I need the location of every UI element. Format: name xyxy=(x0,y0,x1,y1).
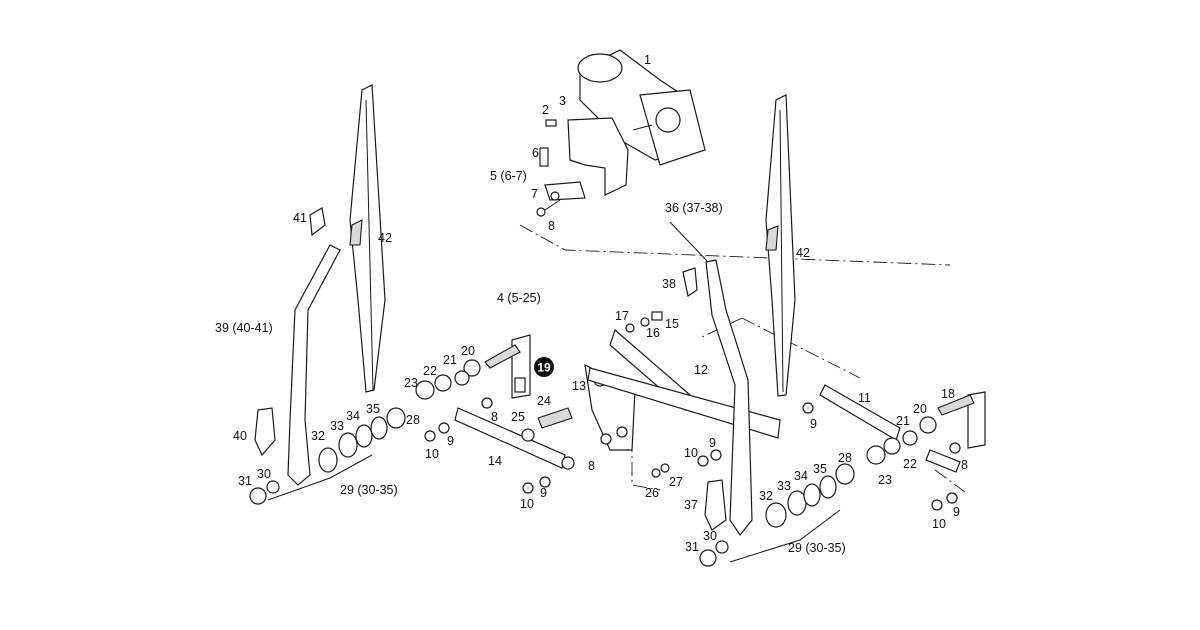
callout-20-left: 20 xyxy=(461,344,475,358)
wiper-motor xyxy=(577,49,706,166)
callout-23-right: 23 xyxy=(878,473,892,487)
callout-30-right: 30 xyxy=(703,529,717,543)
callout-9-center: 9 xyxy=(810,417,817,431)
callout-34-left: 34 xyxy=(346,409,360,423)
callout-29-right: 29 (30-35) xyxy=(788,541,846,555)
left-wiper-blade xyxy=(349,84,386,393)
callout-23-left: 23 xyxy=(404,376,418,390)
callout-9-left: 9 xyxy=(447,434,454,448)
callout-20-right: 20 xyxy=(913,402,927,416)
callout-28-right: 28 xyxy=(838,451,852,465)
callout-41: 41 xyxy=(293,211,307,225)
callout-42-right: 42 xyxy=(796,246,810,260)
callout-7: 7 xyxy=(531,187,538,201)
callout-40: 40 xyxy=(233,429,247,443)
callout-21-right: 21 xyxy=(896,414,910,428)
callout-3: 3 xyxy=(559,94,566,108)
callout-35-right: 35 xyxy=(813,462,827,476)
callout-21-left: 21 xyxy=(443,353,457,367)
right-spindle-stack xyxy=(697,449,855,567)
center-linkage xyxy=(584,311,781,478)
callout-labels: 1 2 3 6 5 (6-7) 7 8 36 (37-38) 41 42 42 … xyxy=(215,53,968,555)
callout-1: 1 xyxy=(644,53,651,67)
callout-33-right: 33 xyxy=(777,479,791,493)
right-pivot-assembly xyxy=(802,384,986,511)
callout-24: 24 xyxy=(537,394,551,408)
highlighted-part-badge[interactable]: 19 xyxy=(534,357,554,377)
callout-29-left: 29 (30-35) xyxy=(340,483,398,497)
callout-8-left-link: 8 xyxy=(491,410,498,424)
callout-10-right-bottom: 10 xyxy=(932,517,946,531)
left-pivot-assembly xyxy=(415,334,575,494)
callout-31-left: 31 xyxy=(238,474,252,488)
callout-39: 39 (40-41) xyxy=(215,321,273,335)
callout-26: 26 xyxy=(645,486,659,500)
callout-11: 11 xyxy=(858,391,871,405)
callout-12: 12 xyxy=(694,363,708,377)
callout-9-right-arm: 9 xyxy=(709,436,716,450)
callout-15: 15 xyxy=(665,317,679,331)
callout-2: 2 xyxy=(542,103,549,117)
right-wiper-arm xyxy=(682,259,753,537)
callout-31-right: 31 xyxy=(685,540,699,554)
callout-9-right-bottom: 9 xyxy=(953,505,960,519)
callout-38: 38 xyxy=(662,277,676,291)
callout-8-link14: 8 xyxy=(588,459,595,473)
callout-17: 17 xyxy=(615,309,629,323)
callout-9-left-bottom: 9 xyxy=(540,486,547,500)
callout-22-right: 22 xyxy=(903,457,917,471)
callout-28-left: 28 xyxy=(406,413,420,427)
left-spindle-stack xyxy=(249,407,406,505)
callout-8: 8 xyxy=(548,219,555,233)
callout-42-left: 42 xyxy=(378,231,392,245)
callout-33-left: 33 xyxy=(330,419,344,433)
callout-10-left: 10 xyxy=(425,447,439,461)
callout-34-right: 34 xyxy=(794,469,808,483)
callout-18: 18 xyxy=(941,387,955,401)
callout-30-left: 30 xyxy=(257,467,271,481)
right-wiper-blade xyxy=(765,94,796,397)
callout-10-right-arm: 10 xyxy=(684,446,698,460)
callout-8-right: 8 xyxy=(961,458,968,472)
left-wiper-arm xyxy=(254,207,341,486)
callout-32-left: 32 xyxy=(311,429,325,443)
callout-25: 25 xyxy=(511,410,525,424)
callout-32-right: 32 xyxy=(759,489,773,503)
callout-16: 16 xyxy=(646,326,660,340)
callout-14: 14 xyxy=(488,454,502,468)
callout-37: 37 xyxy=(684,498,698,512)
callout-13: 13 xyxy=(572,379,586,393)
motor-bracket xyxy=(536,117,629,217)
callout-5: 5 (6-7) xyxy=(490,169,527,183)
callout-6: 6 xyxy=(532,146,539,160)
callout-22-left: 22 xyxy=(423,364,437,378)
callout-35-left: 35 xyxy=(366,402,380,416)
callout-4: 4 (5-25) xyxy=(497,291,541,305)
callout-10-left-bottom: 10 xyxy=(520,497,534,511)
highlighted-part-number: 19 xyxy=(537,361,551,375)
callout-36: 36 (37-38) xyxy=(665,201,723,215)
callout-27: 27 xyxy=(669,475,683,489)
